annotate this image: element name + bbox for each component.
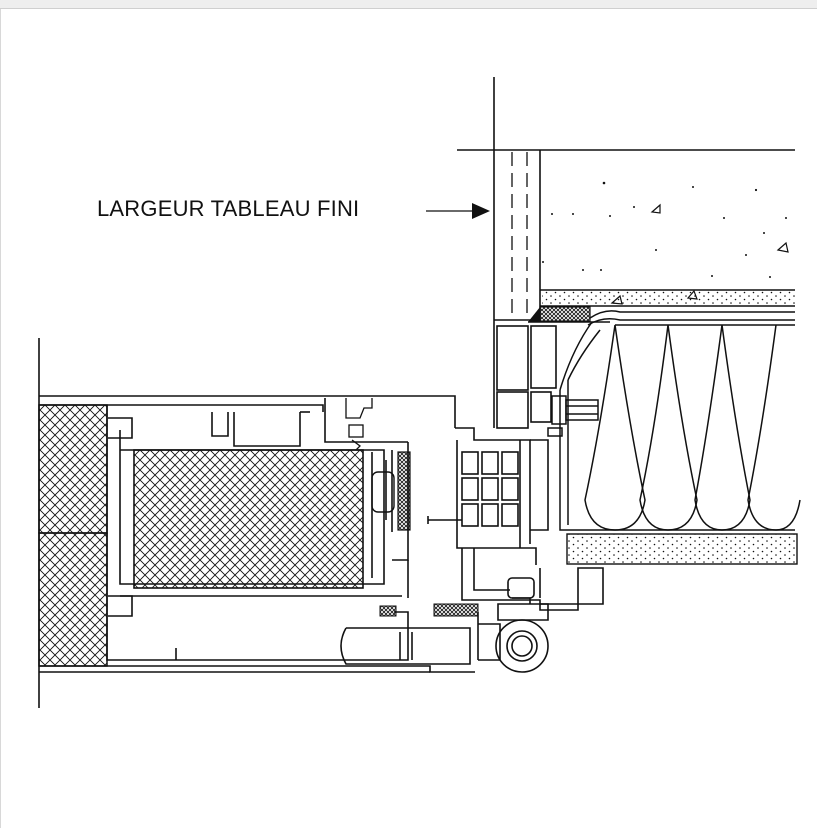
window-top-bar xyxy=(0,0,817,9)
left-wall-block-lower xyxy=(38,532,108,667)
hinge xyxy=(340,577,549,673)
concrete-fill xyxy=(542,181,787,278)
insulation-panel xyxy=(559,310,801,531)
annotation-arrowhead xyxy=(472,203,490,219)
window-left-edge xyxy=(0,9,1,828)
fixing-bolt xyxy=(547,395,599,437)
largeur-tableau-fini-label: LARGEUR TABLEAU FINI xyxy=(97,196,360,221)
board-strip xyxy=(566,533,798,565)
sealant-block xyxy=(539,306,591,322)
top-gasket xyxy=(345,398,373,451)
left-wall-block-upper xyxy=(38,404,108,534)
frame-profile xyxy=(427,325,604,611)
leaf-insulation xyxy=(133,449,364,589)
